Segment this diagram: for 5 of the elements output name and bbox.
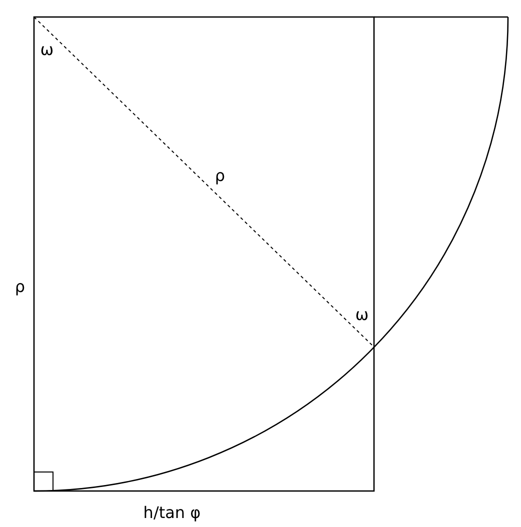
- variable-label: ω: [355, 307, 369, 323]
- variable-label: ρ: [14, 279, 26, 295]
- variable-label: ρ: [214, 168, 226, 184]
- variable-label: ω: [40, 42, 54, 58]
- variable-label: h/tan φ: [143, 505, 201, 521]
